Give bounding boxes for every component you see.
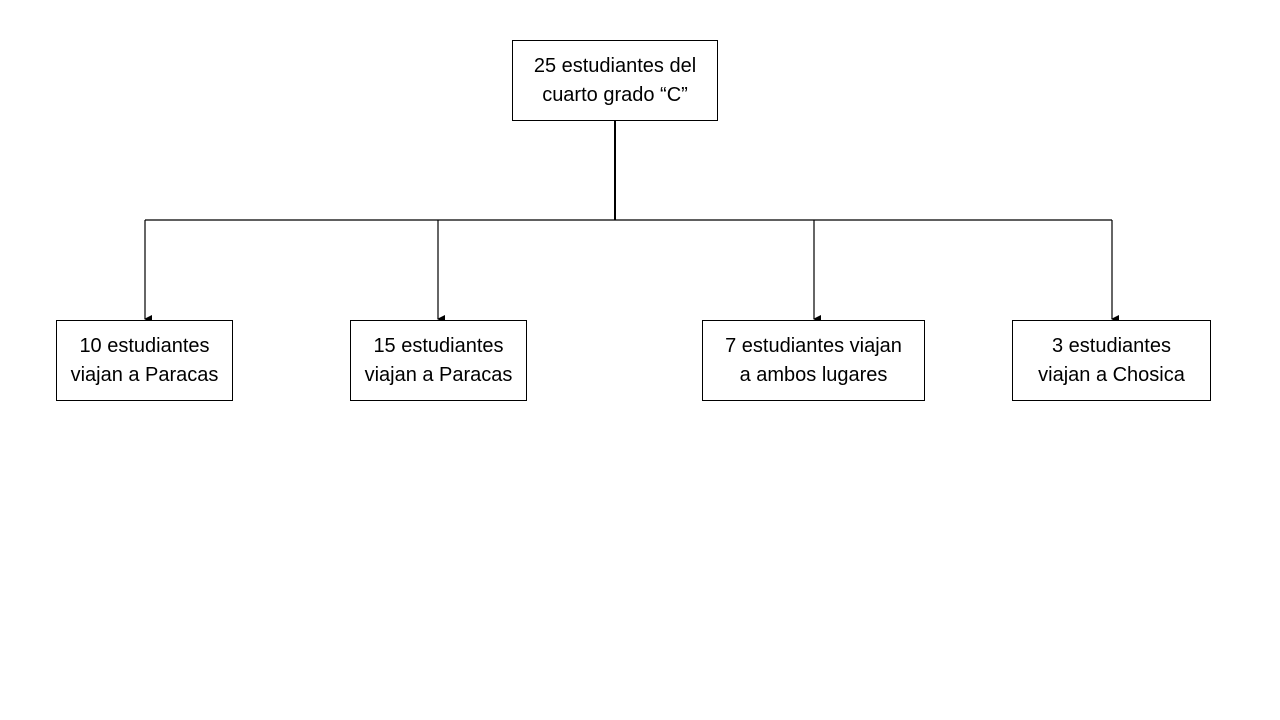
child-node-3-line-1: 7 estudiantes viajan xyxy=(725,334,902,357)
child-node-3-line-2: a ambos lugares xyxy=(739,363,888,386)
root-node-line-2: cuarto grado “C” xyxy=(542,83,688,106)
root-node: 25 estudiantes del cuarto grado “C” xyxy=(512,40,718,121)
child-node-2: 15 estudiantes viajan a Paracas xyxy=(350,320,527,401)
child-node-2-line-1: 15 estudiantes xyxy=(373,334,504,357)
child-node-1-line-2: viajan a Paracas xyxy=(70,363,219,386)
child-node-1-line-1: 10 estudiantes xyxy=(79,334,210,357)
child-node-2-line-2: viajan a Paracas xyxy=(364,363,513,386)
child-node-4-line-2: viajan a Chosica xyxy=(1038,363,1185,386)
child-node-3: 7 estudiantes viajan a ambos lugares xyxy=(702,320,925,401)
child-node-4-line-1: 3 estudiantes xyxy=(1052,334,1171,357)
child-node-1: 10 estudiantes viajan a Paracas xyxy=(56,320,233,401)
child-node-4: 3 estudiantes viajan a Chosica xyxy=(1012,320,1211,401)
root-node-line-1: 25 estudiantes del xyxy=(533,54,697,77)
